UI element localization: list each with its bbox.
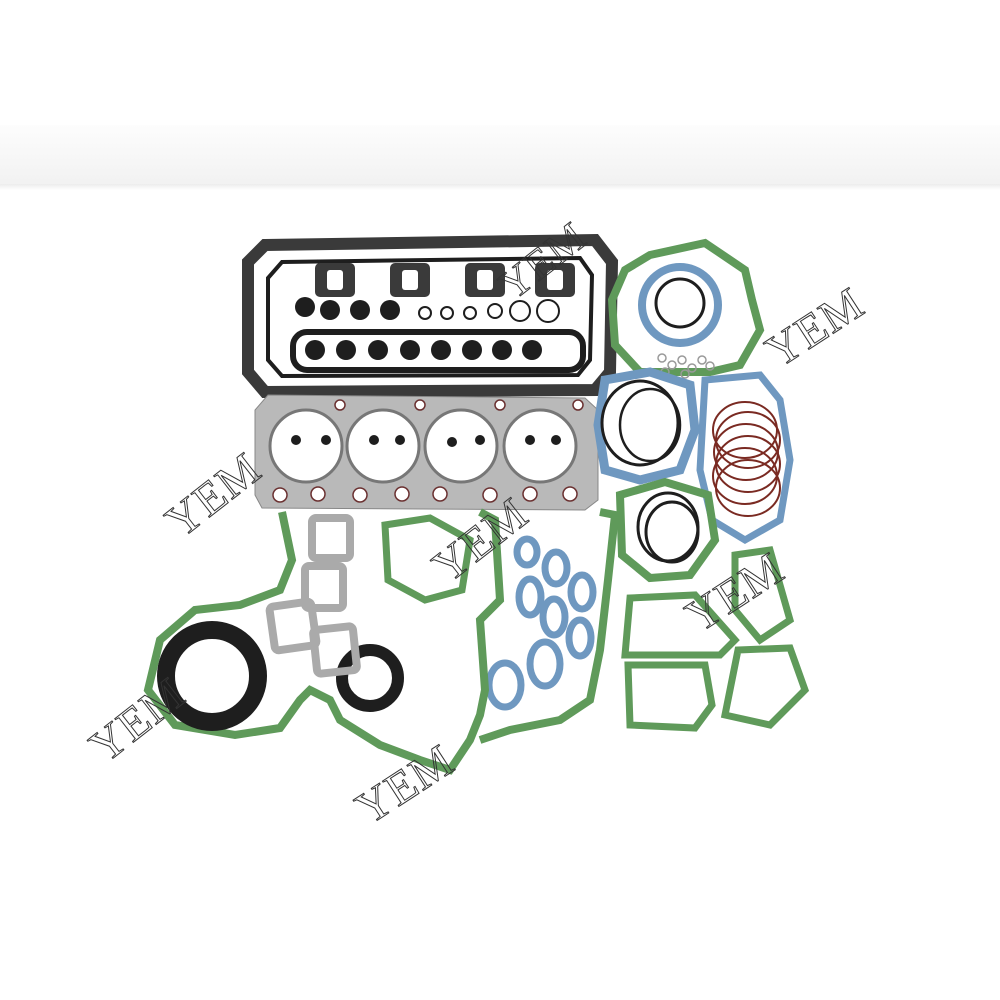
small-o-rings — [418, 299, 560, 323]
valve-stem-seals — [295, 297, 400, 320]
crankshaft-seals — [157, 621, 404, 731]
tiny-o-rings — [657, 353, 715, 379]
blue-manifold-gaskets — [485, 535, 597, 711]
timing-case-gasket — [143, 508, 620, 775]
oil-pan-gasket — [242, 233, 619, 399]
rocker-cover-gasket — [290, 329, 586, 373]
front-cover-gasket — [607, 238, 765, 376]
small-cover-gaskets — [621, 546, 810, 732]
pump-gasket — [615, 477, 720, 583]
backdrop-edge — [0, 184, 1000, 190]
blue-cover-gasket — [593, 367, 700, 485]
exhaust-manifold-gaskets — [265, 514, 361, 678]
backdrop-band — [0, 125, 1000, 187]
cylinder-head-gasket — [254, 394, 599, 511]
liner-o-rings — [696, 371, 794, 545]
